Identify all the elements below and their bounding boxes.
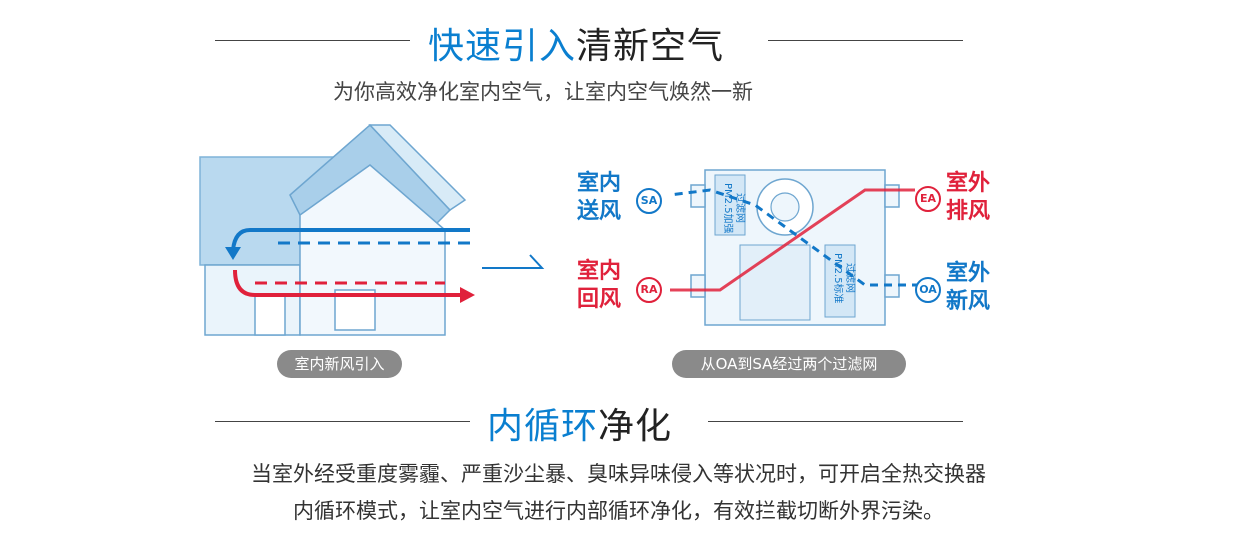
oa-badge: OA — [915, 277, 941, 303]
filter2-label-2: 过滤网 — [844, 263, 857, 293]
section2-para-line2: 内循环模式，让室内空气进行内部循环净化，有效拦截切断外界污染。 — [293, 499, 944, 523]
house-illustration — [199, 123, 475, 336]
house-door — [254, 294, 286, 336]
filter1-label-2: 过滤网 — [734, 193, 747, 223]
filter1-label: PM2.5加强 — [722, 183, 734, 234]
filter2-label: PM2.5标准 — [832, 253, 844, 304]
label-ea: 室外 排风 — [946, 171, 991, 224]
heading-rule-left — [215, 40, 410, 41]
exchanger-diagram: PM2.5加强 过滤网 PM2.5标准 过滤网 — [669, 169, 920, 326]
indoor-red-arrow — [233, 269, 460, 297]
section2-title-highlight: 内循环 — [487, 406, 599, 447]
ra-badge: RA — [636, 277, 662, 303]
heading-rule-right — [768, 40, 963, 41]
label-ra: 室内 回风 — [577, 259, 622, 312]
section1-title-highlight: 快速引入 — [428, 26, 577, 67]
right-caption: 从OA到SA经过两个过滤网 — [672, 350, 906, 378]
house-roof-side — [368, 124, 467, 211]
section1-title-rest: 清新空气 — [576, 26, 725, 67]
flow-arrow-icon — [482, 254, 545, 269]
heading2-rule-left — [215, 421, 470, 422]
section2-title: 内循环净化 — [487, 397, 672, 449]
ra-ea-path — [670, 188, 915, 292]
section2-title-rest: 净化 — [598, 406, 673, 447]
sa-badge: SA — [636, 188, 662, 214]
heading2-rule-right — [708, 421, 963, 422]
left-caption: 室内新风引入 — [277, 350, 402, 378]
indoor-blue-arrow — [231, 228, 470, 251]
section1-title: 快速引入清新空气 — [428, 17, 724, 69]
ea-badge: EA — [915, 186, 941, 212]
label-oa: 室外 新风 — [946, 261, 991, 314]
section2-para-line1: 当室外经受重度雾霾、严重沙尘暴、臭味异味侵入等状况时，可开启全热交换器 — [251, 462, 986, 486]
section1-subtitle: 为你高效净化室内空气，让室内空气焕然一新 — [333, 80, 753, 104]
label-sa: 室内 送风 — [577, 171, 622, 224]
